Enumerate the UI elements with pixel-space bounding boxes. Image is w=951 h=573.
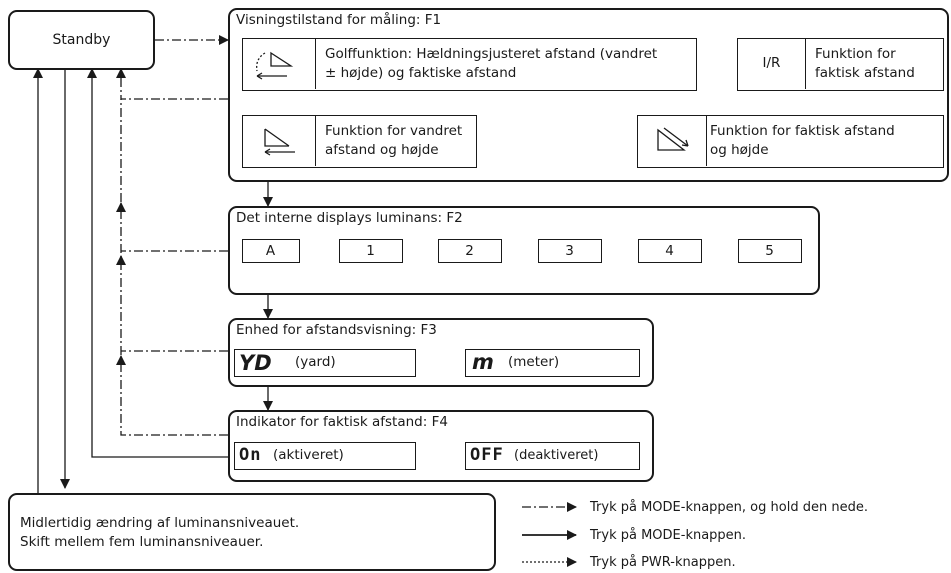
level-1-box: 1 [339, 239, 403, 263]
actual-distance-line1: Funktion for [815, 46, 896, 62]
golf-function-box: Golffunktion: Hældningsjusteret afstand … [242, 38, 697, 91]
level-2-label: 2 [465, 243, 474, 259]
golf-function-line1: Golffunktion: Hældningsjusteret afstand … [325, 46, 658, 62]
golf-function-line2: ± højde) og faktiske afstand [325, 65, 517, 81]
actual-height-line1: Funktion for faktisk afstand [710, 123, 895, 139]
level-2-box: 2 [438, 239, 502, 263]
meter-label: (meter) [508, 354, 560, 370]
meter-box: m (meter) [465, 349, 640, 377]
horizontal-function-box: Funktion for vandret afstand og højde [242, 115, 477, 168]
level-3-box: 3 [538, 239, 602, 263]
legend-dashdot-label: Tryk på MODE-knappen, og hold den nede. [590, 500, 868, 515]
yard-symbol: YD [239, 351, 272, 375]
luminance-change-line1: Midlertidig ændring af luminansniveauet. [20, 515, 300, 531]
level-a-label: A [265, 243, 276, 259]
luminance-change-box: Midlertidig ændring af luminansniveauet.… [8, 493, 496, 571]
golf-function-icon [243, 39, 316, 89]
f2-title: Det interne displays luminans: F2 [236, 210, 463, 226]
actual-distance-line2: faktisk afstand [815, 65, 915, 81]
level-3-label: 3 [565, 243, 574, 259]
off-label: (deaktiveret) [514, 448, 599, 463]
return-f4-to-standby [120, 99, 228, 436]
on-symbol: On [239, 445, 262, 465]
f1-title: Visningstilstand for måling: F1 [236, 12, 442, 28]
arrow-f4-to-standby [87, 68, 228, 458]
f3-title: Enhed for afstandsvisning: F3 [236, 322, 437, 338]
legend-solid-label: Tryk på MODE-knappen. [590, 528, 747, 543]
on-box: On (aktiveret) [234, 442, 416, 470]
ir-cell: I/R [738, 39, 806, 89]
luminance-change-line2: Skift mellem fem luminansniveauer. [20, 534, 264, 550]
horizontal-function-line2: afstand og højde [325, 142, 439, 158]
standby-box: Standby [8, 10, 155, 70]
meter-symbol: m [472, 350, 494, 374]
f4-title: Indikator for faktisk afstand: F4 [236, 414, 448, 430]
level-4-label: 4 [665, 243, 674, 259]
level-5-label: 5 [765, 243, 774, 259]
level-a-box: A [242, 239, 300, 263]
on-label: (aktiveret) [273, 447, 344, 463]
horizontal-function-line1: Funktion for vandret [325, 123, 463, 139]
horizontal-function-icon [243, 116, 316, 166]
yard-box: YD (yard) [234, 349, 416, 377]
level-1-label: 1 [366, 243, 375, 259]
off-box: OFF (deaktiveret) [465, 442, 640, 470]
ir-actual-box: I/R Funktion for faktisk afstand [737, 38, 944, 91]
legend-dotted-label: Tryk på PWR-knappen. [590, 555, 736, 570]
off-symbol: OFF [470, 445, 504, 465]
standby-label: Standby [52, 32, 111, 48]
level-4-box: 4 [638, 239, 702, 263]
level-5-box: 5 [738, 239, 802, 263]
actual-height-line2: og højde [710, 142, 769, 158]
actual-height-function-icon [638, 116, 707, 166]
return-f1-to-standby [116, 68, 228, 100]
ir-label: I/R [762, 55, 781, 71]
yard-label: (yard) [295, 354, 336, 370]
actual-height-function-box: Funktion for faktisk afstand og højde [637, 115, 944, 168]
f2-panel: Det interne displays luminans: F2 [228, 206, 820, 295]
